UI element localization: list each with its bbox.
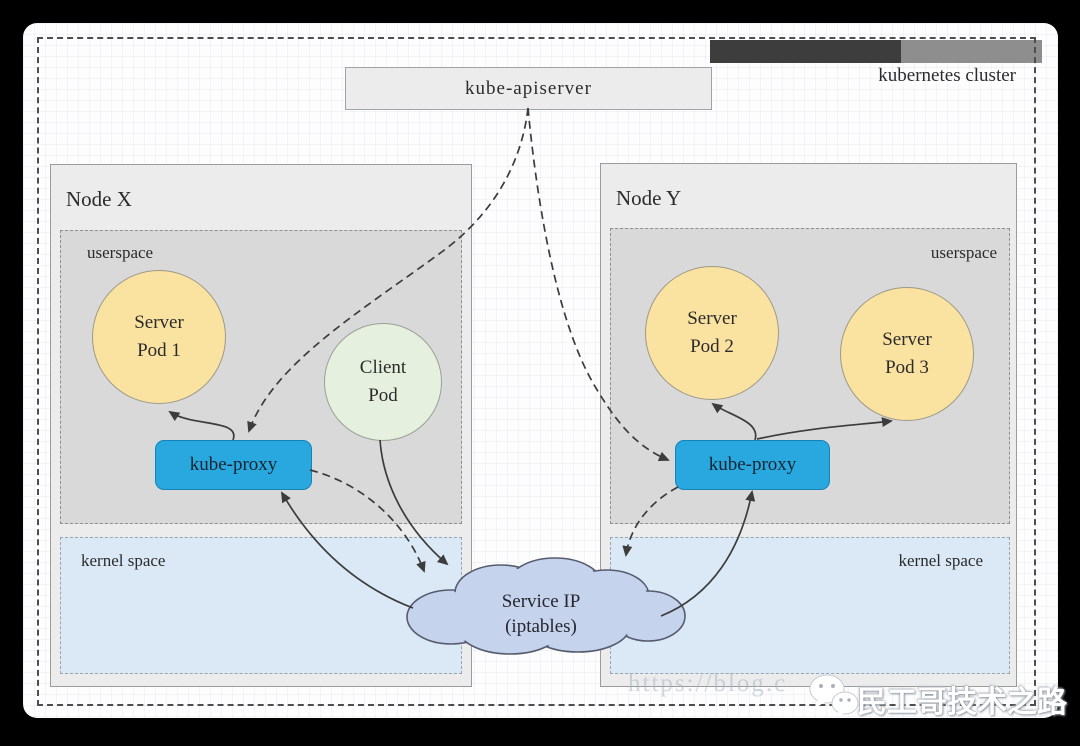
cluster-label: kubernetes cluster <box>878 65 1016 86</box>
kube-apiserver-box: kube-apiserver <box>345 67 712 110</box>
node-x-userspace-label: userspace <box>87 243 154 262</box>
node-x-kube-proxy-label: kube-proxy <box>189 454 278 475</box>
kube-apiserver-label: kube-apiserver <box>465 77 592 99</box>
watermark-brand-text: 民工哥技术之路 <box>857 685 1067 720</box>
server-pod-2: Server Pod 2 <box>645 266 779 400</box>
watermark-url-text: https://blog.c <box>628 670 788 697</box>
service-ip-label-line1: Service IP <box>502 591 581 612</box>
node-y-kube-proxy-label: kube-proxy <box>708 454 797 475</box>
server-pod-2-line2: Pod 2 <box>690 336 734 357</box>
node-x-kube-proxy: kube-proxy <box>155 440 312 490</box>
node-y-kernel-space: kernel space <box>610 537 1010 674</box>
node-x-label: Node X <box>66 187 132 211</box>
server-pod-1-line1: Server <box>134 312 184 334</box>
legend-bar-dark <box>710 40 901 63</box>
service-ip-label-line2: (iptables) <box>505 616 577 637</box>
legend-bar-gray <box>901 40 1042 63</box>
client-pod: Client Pod <box>324 323 442 441</box>
node-x-kernel-space: kernel space <box>60 537 462 674</box>
node-y-label: Node Y <box>616 186 682 210</box>
client-pod-line2: Pod <box>368 385 398 406</box>
node-y-kube-proxy: kube-proxy <box>675 440 830 490</box>
node-x-kernel-label: kernel space <box>81 551 166 570</box>
node-y-userspace-label: userspace <box>930 243 997 262</box>
client-pod-line1: Client <box>359 357 407 379</box>
server-pod-1-line2: Pod 1 <box>137 340 181 361</box>
server-pod-3: Server Pod 3 <box>840 287 974 421</box>
diagram-page: kubernetes cluster kube-apiserver Node X… <box>23 23 1067 720</box>
server-pod-1: Server Pod 1 <box>92 270 226 404</box>
server-pod-3-line1: Server <box>882 329 932 351</box>
wechat-icon <box>808 673 860 724</box>
server-pod-2-line1: Server <box>687 308 737 330</box>
server-pod-3-line2: Pod 3 <box>885 357 929 378</box>
node-y-kernel-label: kernel space <box>898 551 983 570</box>
